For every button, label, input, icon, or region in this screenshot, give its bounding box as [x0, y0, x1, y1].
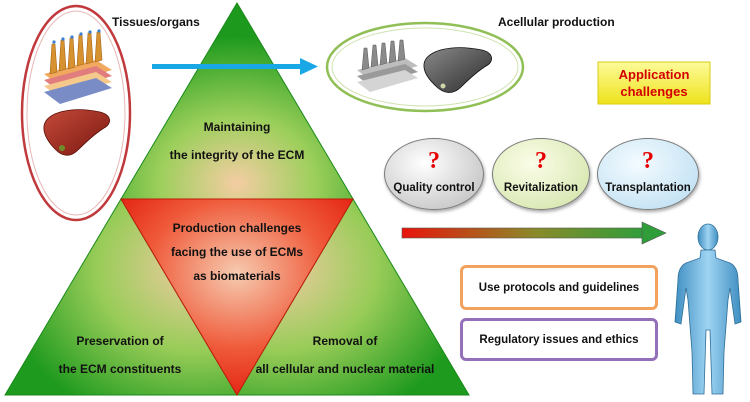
triangle-center-line1: Production challenges [172, 221, 302, 235]
triangle-right-text: Removal of all cellular and nuclear mate… [240, 334, 450, 376]
triangle-top-text: Maintaining the integrity of the ECM [137, 120, 337, 162]
tissues-organs-label: Tissues/organs [112, 15, 200, 29]
triangle-left-line2: the ECM constituents [58, 362, 182, 376]
use-protocols-label: Use protocols and guidelines [478, 281, 640, 294]
triangle-center-section [120, 198, 354, 396]
triangle-right-line2: all cellular and nuclear material [255, 362, 435, 376]
revitalization-bubble: ? Revitalization [492, 138, 590, 210]
tissue-layers-icon [44, 29, 112, 104]
acellular-production-label: Acellular production [498, 15, 615, 29]
progress-arrow [401, 221, 667, 245]
transplantation-label: Transplantation [605, 182, 691, 194]
question-mark-icon: ? [428, 148, 440, 174]
triangle-left-line1: Preservation of [76, 334, 164, 348]
triangle-top-line1: Maintaining [203, 120, 271, 134]
quality-control-label: Quality control [393, 182, 475, 194]
decellularized-tissue-icon [357, 39, 418, 92]
liver-icon [43, 109, 110, 156]
transplantation-bubble: ? Transplantation [597, 138, 699, 210]
human-figure-icon [674, 223, 742, 395]
application-challenges-box [597, 61, 711, 105]
triangle-left-text: Preservation of the ECM constituents [20, 334, 220, 376]
question-mark-icon: ? [642, 148, 654, 174]
triangle-top-line2: the integrity of the ECM [169, 148, 305, 162]
blue-arrow [152, 58, 318, 75]
application-challenges-text: Application challenges [598, 66, 710, 100]
triangle-right-line1: Removal of [312, 334, 378, 348]
revitalization-label: Revitalization [503, 182, 579, 194]
decellularized-liver-icon [423, 47, 492, 93]
regulatory-issues-label: Regulatory issues and ethics [479, 333, 639, 346]
regulatory-issues-box: Regulatory issues and ethics [460, 318, 658, 361]
application-challenges-line1: Application [618, 67, 690, 82]
triangle-top-section [120, 2, 354, 200]
question-mark-icon: ? [535, 148, 547, 174]
triangle-center-line3: as biomaterials [193, 269, 281, 283]
application-challenges-line2: challenges [620, 84, 688, 99]
use-protocols-box: Use protocols and guidelines [460, 265, 658, 310]
quality-control-bubble: ? Quality control [384, 138, 484, 210]
ecm-triangle [4, 2, 470, 396]
triangle-center-text: Production challenges facing the use of … [147, 221, 327, 283]
triangle-center-line2: facing the use of ECMs [170, 245, 304, 259]
